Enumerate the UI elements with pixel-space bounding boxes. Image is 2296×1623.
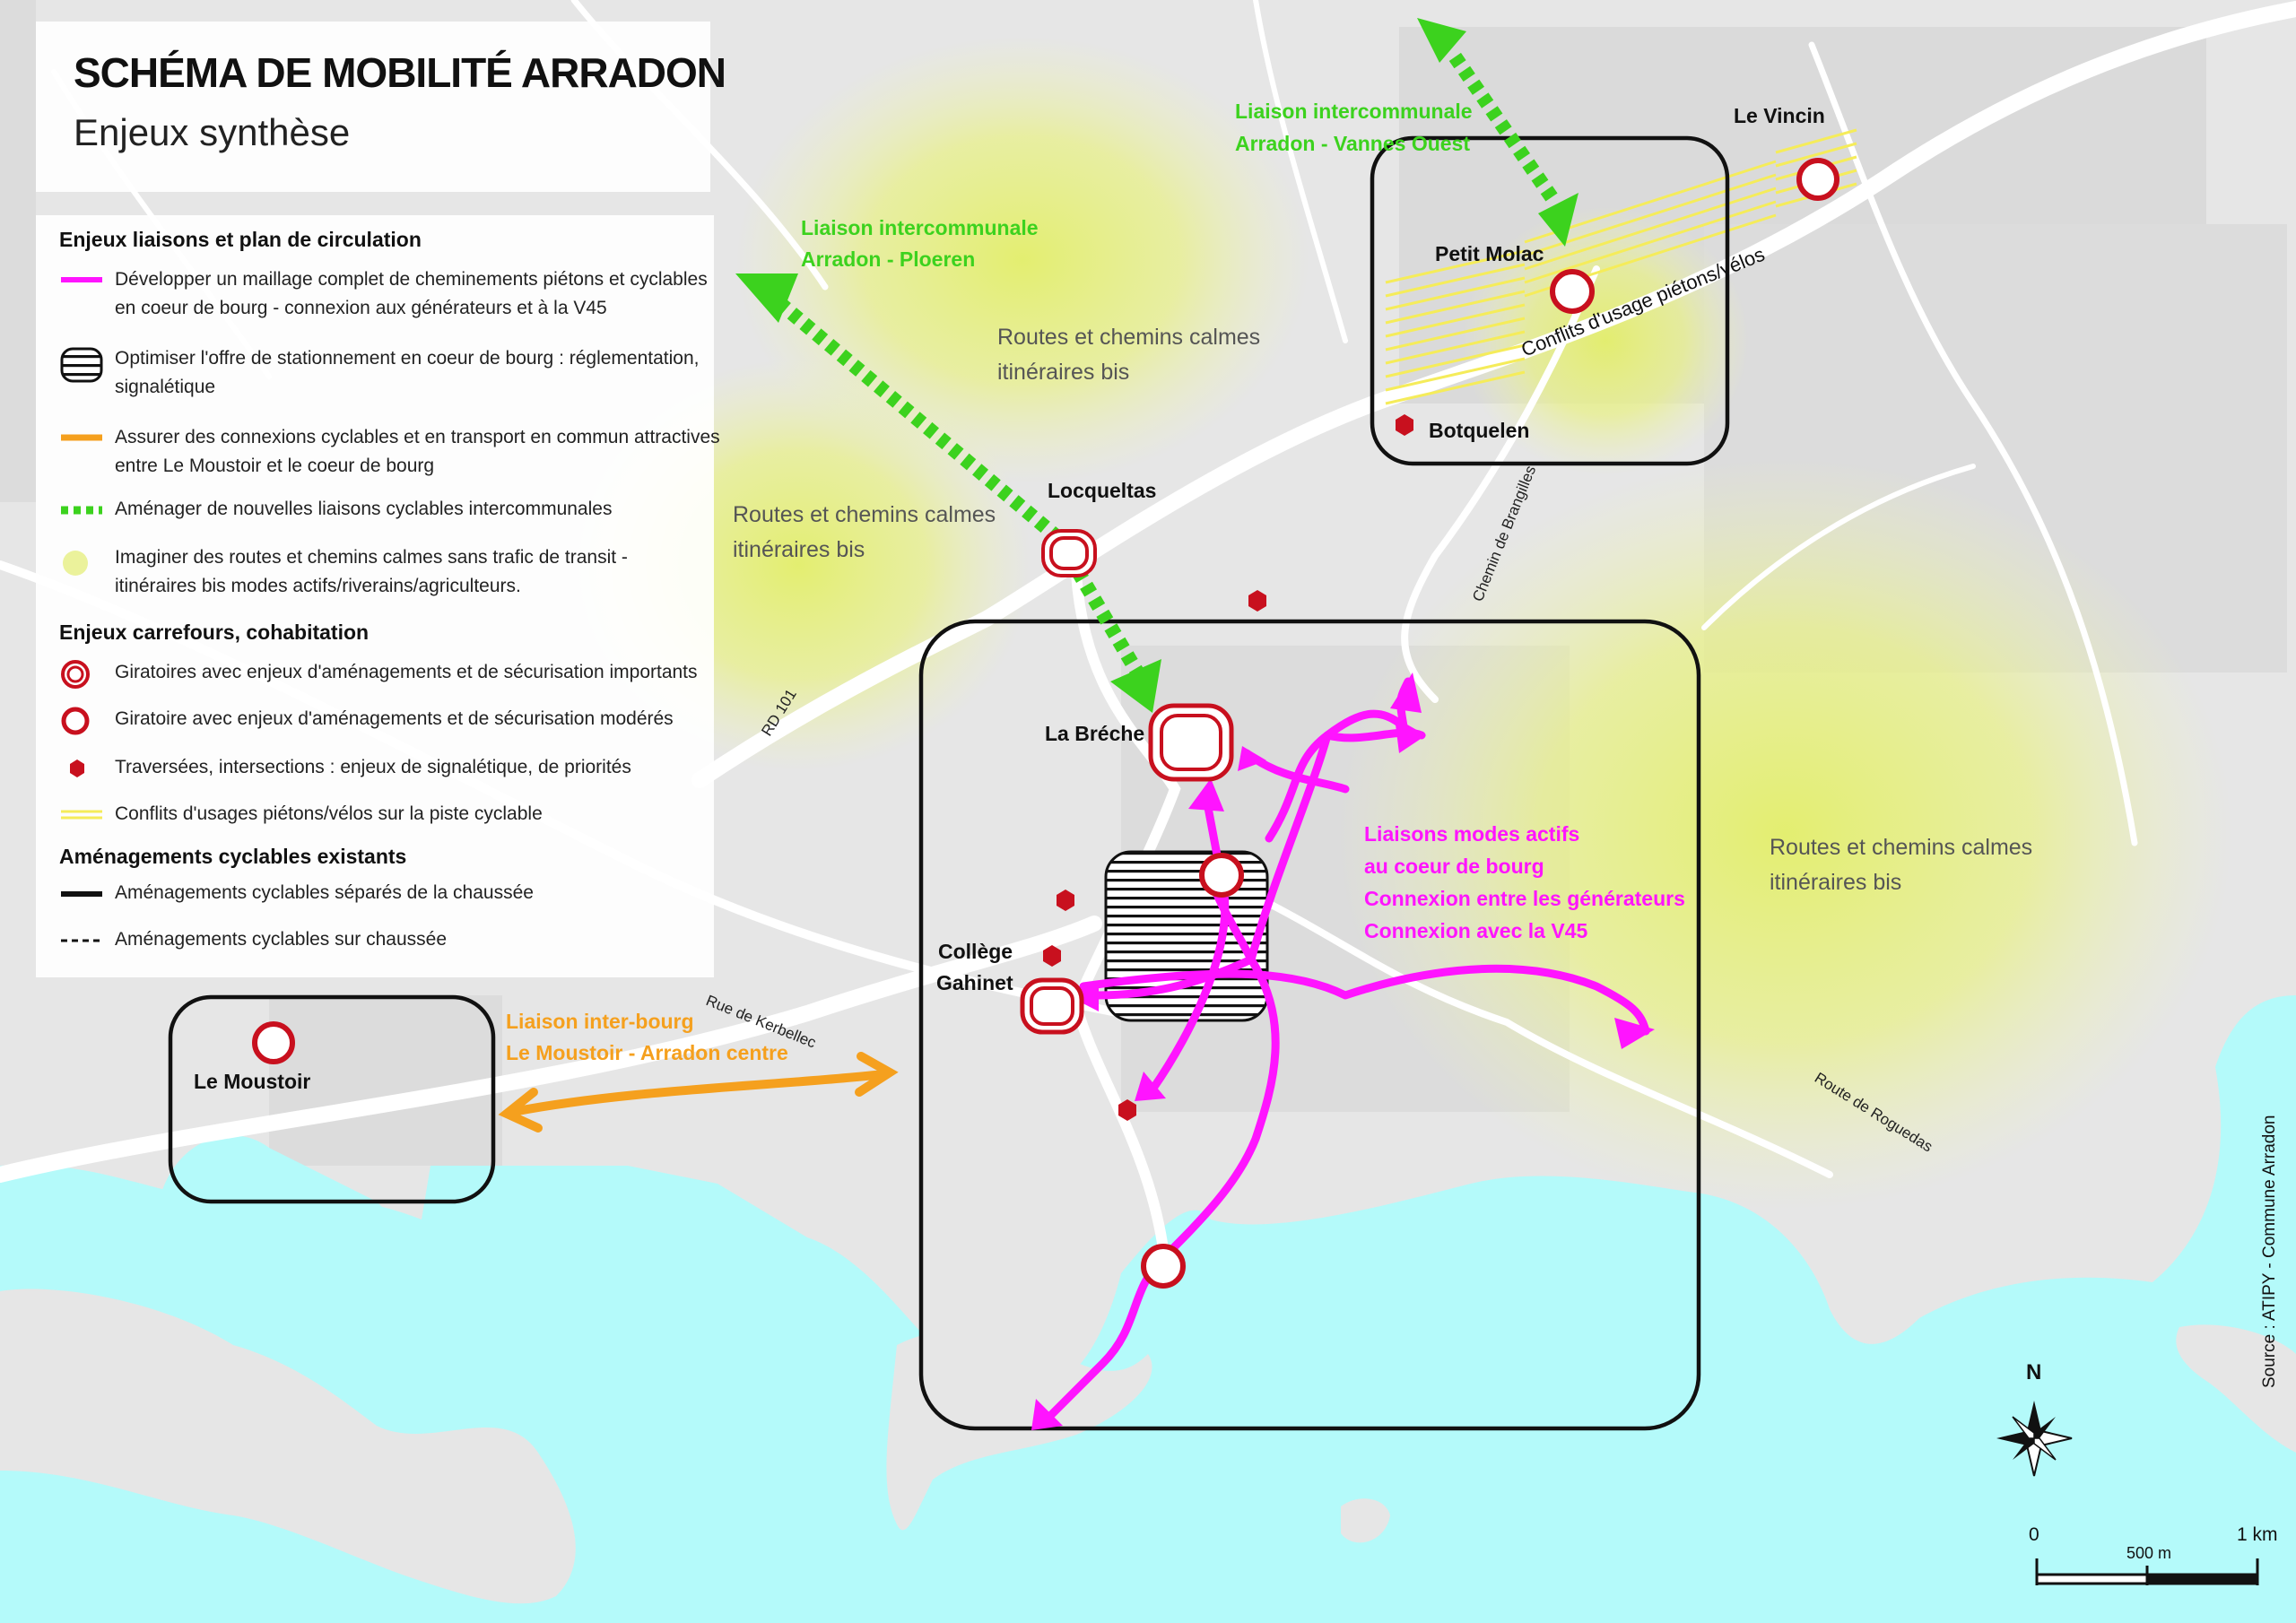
- active-modes-label-line1: Liaisons modes actifs: [1364, 822, 1579, 846]
- place-petit-molac: Petit Molac: [1435, 242, 1544, 265]
- calm-routes-label-3b: itinéraires bis: [1770, 870, 1901, 895]
- legend-text: Imaginer des routes et chemins calmes sa…: [115, 547, 628, 568]
- place-botquelen: Botquelen: [1429, 419, 1529, 442]
- legend-text: Aménagements cyclables sur chaussée: [115, 929, 448, 950]
- zone-box-petit-molac: [1370, 135, 1730, 466]
- roundabout-double-locqueltas: [1041, 529, 1097, 577]
- interbourg-label-line2: Le Moustoir - Arradon centre: [506, 1041, 788, 1064]
- intercommunal-cycle-links: [766, 49, 1558, 695]
- zone-box-le-moustoir: [168, 994, 496, 1204]
- north-arrow: [1996, 1401, 2073, 1477]
- calm-routes-label-2a: Routes et chemins calmes: [733, 502, 996, 527]
- place-locqueltas: Locqueltas: [1048, 479, 1156, 502]
- zone-box-bourg-centre: [918, 619, 1701, 1431]
- black-dashed-line-icon: [61, 939, 102, 942]
- scale-label-mid: 500 m: [2126, 1544, 2171, 1562]
- red-hexagon-icon: [70, 759, 84, 777]
- roundabout-double-college: [1020, 977, 1084, 1035]
- roundabout-le-vincin: [1796, 158, 1839, 201]
- legend-text: en coeur de bourg - connexion aux généra…: [115, 298, 607, 318]
- water-gulf: [0, 995, 2296, 1623]
- scale-label-end: 1 km: [2237, 1524, 2278, 1545]
- legend-panel: Enjeux liaisons et plan de circulation D…: [36, 215, 720, 977]
- vannes-arrowhead-south: [1538, 193, 1578, 247]
- scale-bar: [2035, 1558, 2259, 1585]
- green-dashed-line-icon: [61, 506, 102, 515]
- ploeren-label-line1: Liaison intercommunale: [801, 216, 1039, 239]
- conflict-zone-hatching: [1385, 128, 1857, 405]
- active-modes-label-line2: au coeur de bourg: [1364, 855, 1544, 878]
- scale-label-zero: 0: [2029, 1524, 2039, 1545]
- place-college-line1: Collège: [938, 940, 1013, 963]
- legend-text: Optimiser l'offre de stationnement en co…: [115, 348, 700, 369]
- hatched-parking-icon: [60, 347, 103, 383]
- roundabout-centre: [1199, 853, 1244, 898]
- orange-line-icon: [61, 434, 102, 441]
- interbourg-label-line1: Liaison inter-bourg: [506, 1010, 694, 1033]
- bourg-arrowhead: [1110, 659, 1161, 713]
- active-modes-label-line4: Connexion avec la V45: [1364, 919, 1587, 942]
- legend-text: entre Le Moustoir et le coeur de bourg: [115, 456, 435, 476]
- place-la-breche: La Bréche: [1045, 722, 1144, 745]
- legend-text: Giratoire avec enjeux d'aménagements et …: [115, 708, 674, 729]
- place-college-line2: Gahinet: [936, 971, 1013, 994]
- legend-section-links: Enjeux liaisons et plan de circulation: [59, 228, 422, 251]
- legend-text: Conflits d'usages piétons/vélos sur la p…: [115, 803, 543, 824]
- map-title: SCHÉMA DE MOBILITÉ ARRADON: [74, 49, 726, 96]
- yellow-double-line-icon: [61, 810, 102, 820]
- legend-section-existing-cycle: Aménagements cyclables existants: [59, 845, 407, 868]
- active-mobility-arrowheads: [1031, 673, 1655, 1430]
- vannes-arrowhead-north: [1417, 18, 1466, 63]
- legend-text: Giratoires avec enjeux d'aménagements et…: [115, 662, 698, 682]
- magenta-line-icon: [61, 277, 102, 282]
- roundabout-double-la-breche: [1148, 703, 1234, 782]
- legend-text: Aménagements cyclables séparés de la cha…: [115, 882, 534, 903]
- legend-text: signalétique: [115, 377, 216, 397]
- place-le-moustoir: Le Moustoir: [194, 1070, 310, 1093]
- ploeren-link-line: [766, 290, 1154, 695]
- intercommunal-arrowheads: [735, 18, 1578, 713]
- roundabout-south: [1141, 1244, 1186, 1289]
- vannes-label-line2: Arradon - Vannes Ouest: [1235, 132, 1470, 155]
- calm-routes-label-3a: Routes et chemins calmes: [1770, 835, 2032, 860]
- source-credit: Source : ATIPY - Commune Arradon: [2260, 1115, 2279, 1389]
- legend-text: Développer un maillage complet de chemin…: [115, 269, 708, 290]
- active-modes-label-line3: Connexion entre les générateurs: [1364, 887, 1685, 910]
- interbourg-link: [498, 1052, 899, 1133]
- ploeren-arrowhead: [735, 273, 798, 323]
- map-subtitle: Enjeux synthèse: [74, 111, 351, 153]
- calm-routes-label-2b: itinéraires bis: [733, 537, 865, 562]
- title-box: SCHÉMA DE MOBILITÉ ARRADON Enjeux synthè…: [36, 22, 726, 192]
- legend-text: Aménager de nouvelles liaisons cyclables…: [115, 499, 613, 519]
- crossings: [1043, 414, 1413, 1121]
- roundabouts: [252, 158, 1839, 1289]
- roundabout-petit-molac: [1550, 269, 1595, 314]
- vannes-link-line: [1447, 49, 1558, 202]
- yellow-halo-icon: [63, 551, 88, 576]
- legend-text: Assurer des connexions cyclables et en t…: [115, 427, 720, 447]
- roundabout-le-moustoir: [252, 1021, 295, 1064]
- legend-section-intersections: Enjeux carrefours, cohabitation: [59, 621, 370, 644]
- single-ring-roundabout-icon: [61, 707, 90, 735]
- legend-text: Traversées, intersections : enjeux de si…: [115, 757, 631, 777]
- calm-routes-label-1a: Routes et chemins calmes: [997, 325, 1260, 350]
- focus-zone-outlines: [168, 135, 1730, 1431]
- black-solid-line-icon: [61, 891, 102, 897]
- legend-text: itinéraires bis modes actifs/riverains/a…: [115, 576, 521, 596]
- vannes-label-line1: Liaison intercommunale: [1235, 100, 1473, 123]
- place-le-vincin: Le Vincin: [1734, 104, 1825, 127]
- double-ring-roundabout-icon: [61, 660, 90, 689]
- calm-routes-label-1b: itinéraires bis: [997, 360, 1129, 385]
- ploeren-label-line2: Arradon - Ploeren: [801, 247, 975, 271]
- north-label: N: [2026, 1360, 2041, 1384]
